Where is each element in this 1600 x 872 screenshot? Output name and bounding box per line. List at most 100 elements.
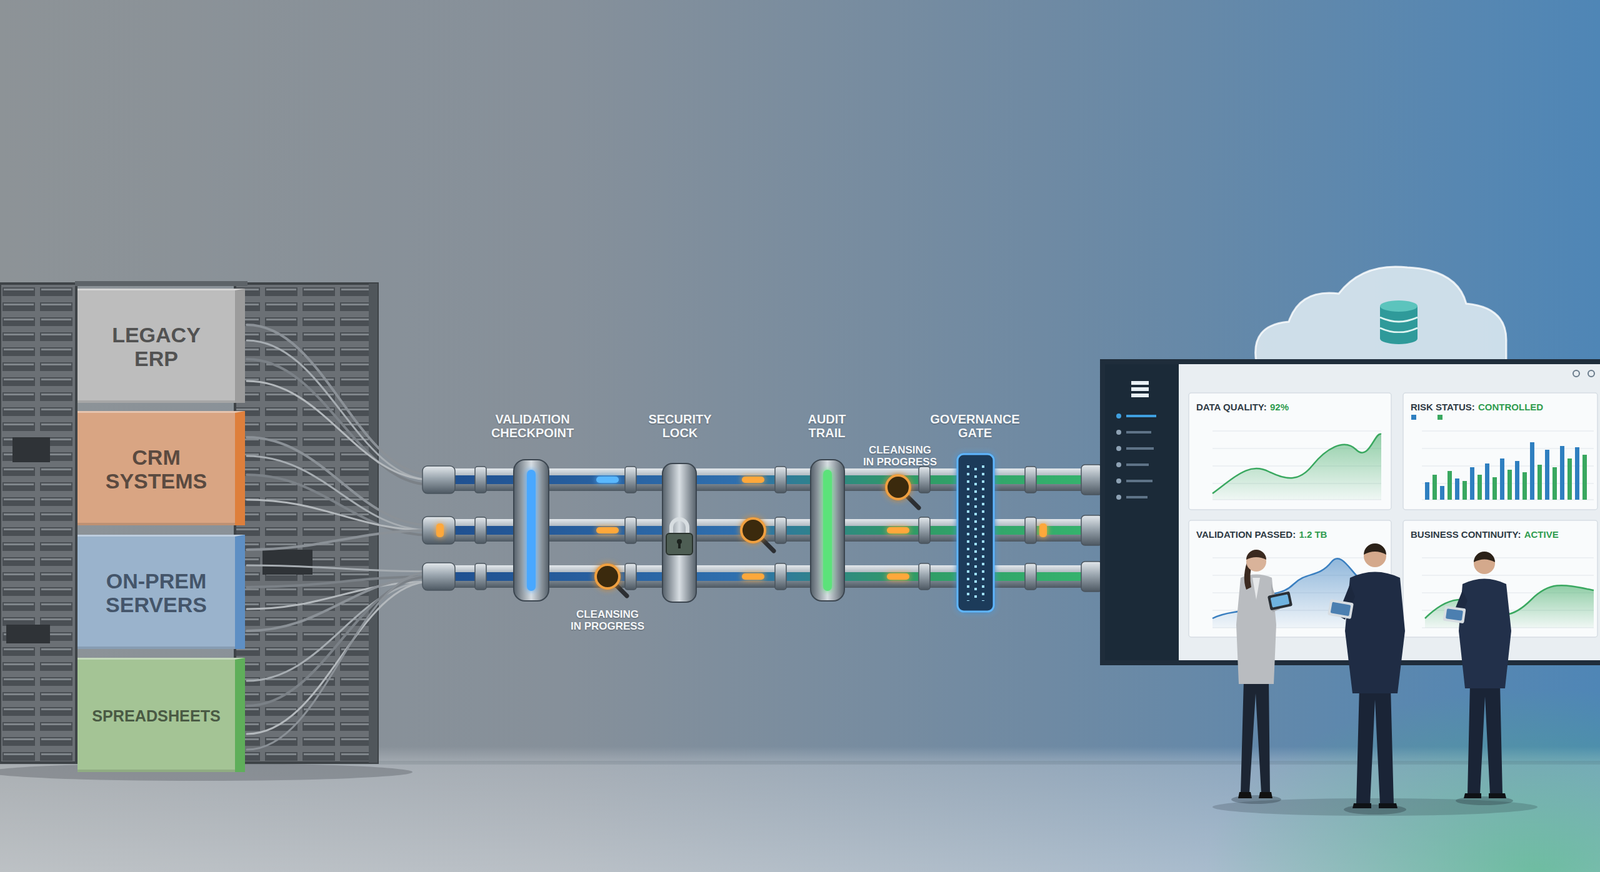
bar-chart: [1575, 447, 1580, 500]
panel-heading: RISK STATUS:: [1410, 401, 1475, 413]
glow-segment: [1039, 523, 1047, 538]
person-figure: [1445, 608, 1464, 621]
cloud-database: [1255, 266, 1507, 363]
source-system-box: ON-PREM SERVERS: [77, 535, 245, 650]
stage-label: CLEANSING IN PROGRESS: [570, 609, 645, 633]
person-figure: [1270, 594, 1290, 608]
chart-panel: [1403, 393, 1598, 510]
glow-segment: [741, 573, 765, 580]
cloud-database: [1380, 333, 1418, 345]
governance-gate: [974, 468, 977, 602]
governance-gate: [981, 465, 985, 602]
person-figure: [1327, 543, 1407, 815]
dashboard-screen: [1131, 381, 1149, 398]
dashboard-screen: [1126, 415, 1157, 418]
dashboard-screen: [1126, 496, 1148, 499]
person-figure: [1458, 579, 1512, 690]
pipe-collar: [1081, 515, 1103, 546]
person-figure: [1267, 591, 1293, 612]
bar-chart: [1470, 467, 1475, 500]
area-chart: [1212, 434, 1382, 494]
dashboard-screen: [1573, 370, 1580, 377]
bar-chart: [1411, 415, 1587, 500]
cable-bundle: [246, 576, 432, 707]
chart-panel: [1188, 393, 1392, 510]
system-name: ON-PREM SERVERS: [100, 569, 213, 617]
dashboard-screen: [1126, 431, 1152, 434]
person-figure: [1473, 551, 1495, 563]
cable-bundle: [246, 381, 432, 480]
pipe-collar: [1081, 465, 1103, 495]
pipe-collar: [1025, 563, 1037, 590]
security-lock: [662, 463, 697, 603]
bar-chart: [1425, 482, 1430, 500]
dashboard-screen: [1588, 370, 1595, 377]
bar-chart: [1447, 471, 1452, 500]
panel-value: CONTROLLED: [1478, 401, 1544, 413]
panel-value: 92%: [1270, 401, 1289, 413]
bar-chart: [1477, 475, 1482, 500]
panel-heading: VALIDATION PASSED:: [1196, 529, 1296, 540]
pipe-collar: [775, 563, 787, 590]
chart-grid: [1421, 431, 1594, 500]
governance-gate: [957, 454, 994, 612]
person-figure: [1463, 793, 1507, 799]
validation-ring: [513, 460, 549, 602]
bar-chart: [1515, 461, 1520, 500]
panel-title: VALIDATION PASSED:1.2 TB: [1196, 529, 1327, 541]
panel-heading: BUSINESS CONTINUITY:: [1410, 529, 1521, 540]
cable-bundle: [246, 456, 432, 531]
audit-ring: [823, 470, 832, 592]
magnifier-icon: [616, 585, 627, 597]
cable-bundle: [246, 571, 432, 750]
cloud-database: [1380, 317, 1418, 333]
panel-value: 1.2 TB: [1298, 529, 1327, 540]
person-figure: [1327, 599, 1354, 620]
server-rack: [0, 283, 77, 764]
pipe-collar: [475, 517, 487, 544]
bar-chart: [1492, 477, 1497, 500]
bar-chart: [1567, 458, 1572, 500]
governance-gate: [957, 454, 994, 612]
audit-ring: [810, 460, 845, 602]
dashboard-screen: [1126, 463, 1149, 467]
source-system-box: LEGACY ERP: [77, 288, 245, 404]
cable-bundle: [246, 565, 432, 572]
stage-label: CLEANSING IN PROGRESS: [862, 445, 938, 469]
panel-title: DATA QUALITY:92%: [1196, 401, 1289, 414]
glow-segment: [886, 573, 910, 580]
bar-chart: [1582, 455, 1587, 500]
pipe-collar: [775, 466, 787, 494]
stage-label: VALIDATION CHECKPOINT: [485, 412, 580, 441]
governance-gate: [966, 465, 970, 602]
magnifier-icon: [906, 496, 919, 509]
pipe-collar: [625, 563, 637, 590]
person-figure: [1442, 606, 1466, 624]
cable-bundle: [246, 581, 432, 682]
bar-chart: [1522, 472, 1527, 500]
glow-segment: [596, 476, 619, 484]
system-name: CRM SYSTEMS: [100, 445, 213, 494]
pipe-collar: [918, 563, 930, 590]
stage-label: SECURITY LOCK: [633, 412, 727, 441]
dashboard-screen: [1126, 447, 1154, 450]
stage-label: AUDIT TRAIL: [795, 412, 859, 441]
validation-ring: [526, 470, 536, 592]
bar-chart: [1440, 486, 1445, 500]
pipe-collar: [422, 516, 455, 545]
magnifier-icon: [886, 475, 910, 500]
dashboard-screen: [1116, 413, 1122, 419]
magnifier-icon: [741, 518, 765, 543]
dashboard-screen: [1116, 462, 1122, 468]
source-system-box: CRM SYSTEMS: [77, 411, 245, 526]
area-chart: [1212, 434, 1382, 500]
dashboard-screen: [1126, 480, 1153, 483]
dashboard-screen: [1116, 478, 1122, 484]
server-rack: [6, 625, 50, 644]
stage-label: GOVERNANCE GATE: [925, 412, 1025, 441]
person-figure: [1352, 803, 1398, 809]
cable-bundle: [246, 500, 432, 531]
person-figure: [1363, 543, 1387, 555]
bar-chart: [1545, 450, 1550, 500]
person-figure: [1236, 575, 1277, 685]
